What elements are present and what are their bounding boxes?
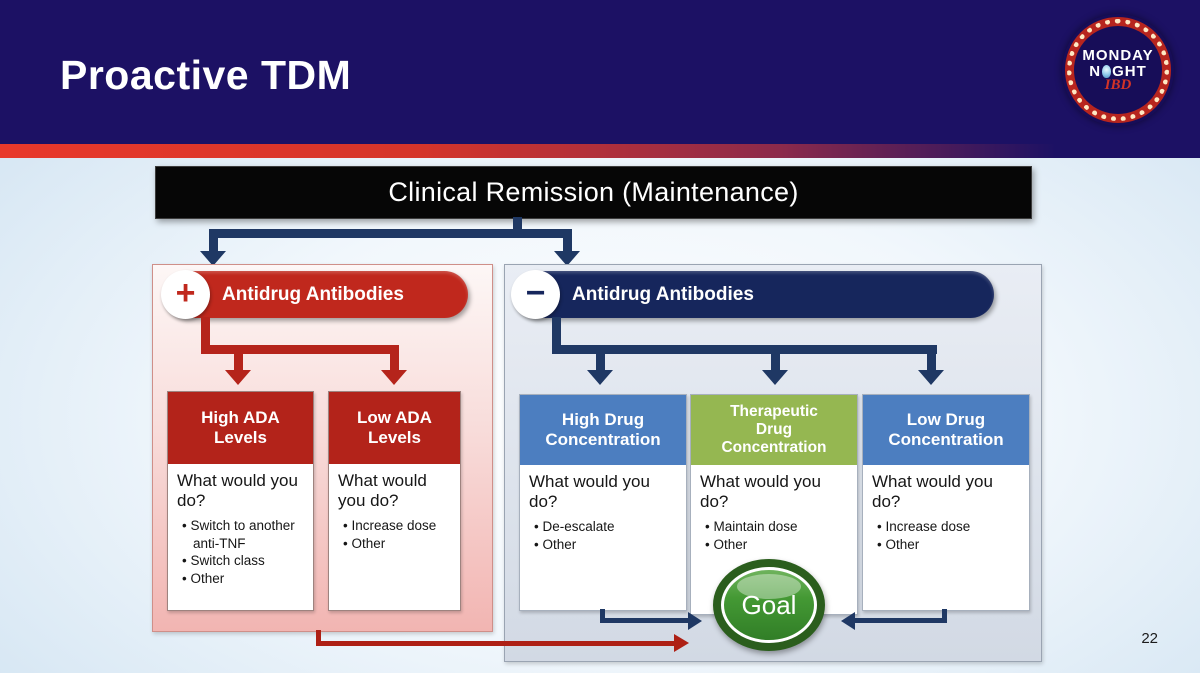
down-arrowhead (554, 251, 580, 266)
down-arrowhead (225, 370, 251, 385)
low-drug-title: Low Drug Concentration (863, 395, 1029, 465)
goal-arrow-line (600, 609, 605, 622)
bullet-item: Other (705, 536, 853, 554)
goal-badge: Goal (713, 559, 825, 651)
negative-ada-header: − Antidrug Antibodies (511, 270, 994, 319)
question-text: What would you do? (529, 472, 650, 512)
down-arrowhead (762, 370, 788, 385)
therapeutic-drug-card: Therapeutic Drug Concentration What woul… (690, 394, 858, 615)
high-ada-title: High ADA Levels (168, 392, 313, 464)
right-arrowhead (674, 634, 689, 652)
high-ada-card: High ADA Levels What would you do? Switc… (167, 391, 314, 611)
connector-stem (513, 217, 522, 233)
bullet-item: Other (182, 570, 309, 588)
bullet-item: Other (343, 535, 456, 553)
connector-left-shaft (209, 229, 218, 252)
therapeutic-drug-title: Therapeutic Drug Concentration (691, 395, 857, 465)
connector-right-shaft (563, 229, 572, 252)
page-number: 22 (1141, 630, 1158, 647)
connector-shaft (927, 345, 936, 371)
connector-stem (201, 317, 210, 354)
question-text: What would you do? (177, 471, 298, 511)
question-text: What would you do? (700, 472, 821, 512)
negative-ada-label: Antidrug Antibodies (572, 283, 754, 305)
marquee-lights-icon (1067, 19, 1169, 121)
bullet-item: Other (877, 536, 1025, 554)
down-arrowhead (587, 370, 613, 385)
connector-bar (209, 229, 572, 238)
minus-icon: − (511, 270, 560, 319)
negative-ada-panel: − Antidrug Antibodies High Drug Concentr… (504, 264, 1042, 662)
bullet-item: Maintain dose (705, 518, 853, 536)
goal-label: Goal (741, 589, 797, 620)
down-arrowhead (200, 251, 226, 266)
low-ada-card: Low ADA Levels What would you do? Increa… (328, 391, 461, 611)
bullet-item: Increase dose (877, 518, 1025, 536)
connector-bar (552, 345, 937, 354)
connector-shaft (234, 345, 243, 371)
positive-ada-panel: + Antidrug Antibodies High ADA Levels Wh… (152, 264, 493, 632)
plus-icon: + (161, 270, 210, 319)
logo-line1: MONDAY (1082, 46, 1154, 64)
positive-ada-header: + Antidrug Antibodies (161, 270, 468, 319)
logo-script: IBD (1104, 77, 1132, 94)
lightbulb-icon (1102, 64, 1112, 78)
root-node-label: Clinical Remission (Maintenance) (388, 177, 799, 207)
positive-ada-label: Antidrug Antibodies (222, 283, 404, 305)
goal-arrow-line (854, 618, 947, 623)
connector-shaft (596, 345, 605, 371)
root-node: Clinical Remission (Maintenance) (155, 166, 1032, 219)
bullet-item: De-escalate (534, 518, 682, 536)
bullet-item: Switch to another anti-TNF (182, 517, 309, 552)
bullet-list: Increase doseOther (872, 518, 1025, 553)
right-arrowhead (688, 612, 702, 630)
bullet-list: Increase doseOther (338, 517, 456, 552)
down-arrowhead (381, 370, 407, 385)
goal-arrow-line (600, 618, 689, 623)
connector-shaft (771, 345, 780, 371)
bullet-list: Maintain doseOther (700, 518, 853, 553)
page-title: Proactive TDM (60, 52, 352, 98)
bullet-item: Increase dose (343, 517, 456, 535)
question-text: What would you do? (872, 472, 993, 512)
connector-shaft (390, 345, 399, 371)
accent-stripe (0, 144, 1200, 158)
goal-arrow-line (942, 609, 947, 622)
low-drug-card: Low Drug Concentration What would you do… (862, 394, 1030, 611)
high-drug-title: High Drug Concentration (520, 395, 686, 465)
bullet-item: Other (534, 536, 682, 554)
red-goal-arrow-line (316, 630, 321, 646)
left-arrowhead (841, 612, 855, 630)
low-ada-title: Low ADA Levels (329, 392, 460, 464)
high-drug-card: High Drug Concentration What would you d… (519, 394, 687, 611)
down-arrowhead (918, 370, 944, 385)
bullet-item: Switch class (182, 552, 309, 570)
bullet-list: Switch to another anti-TNFSwitch classOt… (177, 517, 309, 587)
connector-stem (552, 317, 561, 354)
bullet-list: De-escalateOther (529, 518, 682, 553)
connector-bar (201, 345, 399, 354)
question-text: What would you do? (338, 471, 427, 511)
red-goal-arrow-line (316, 641, 674, 646)
